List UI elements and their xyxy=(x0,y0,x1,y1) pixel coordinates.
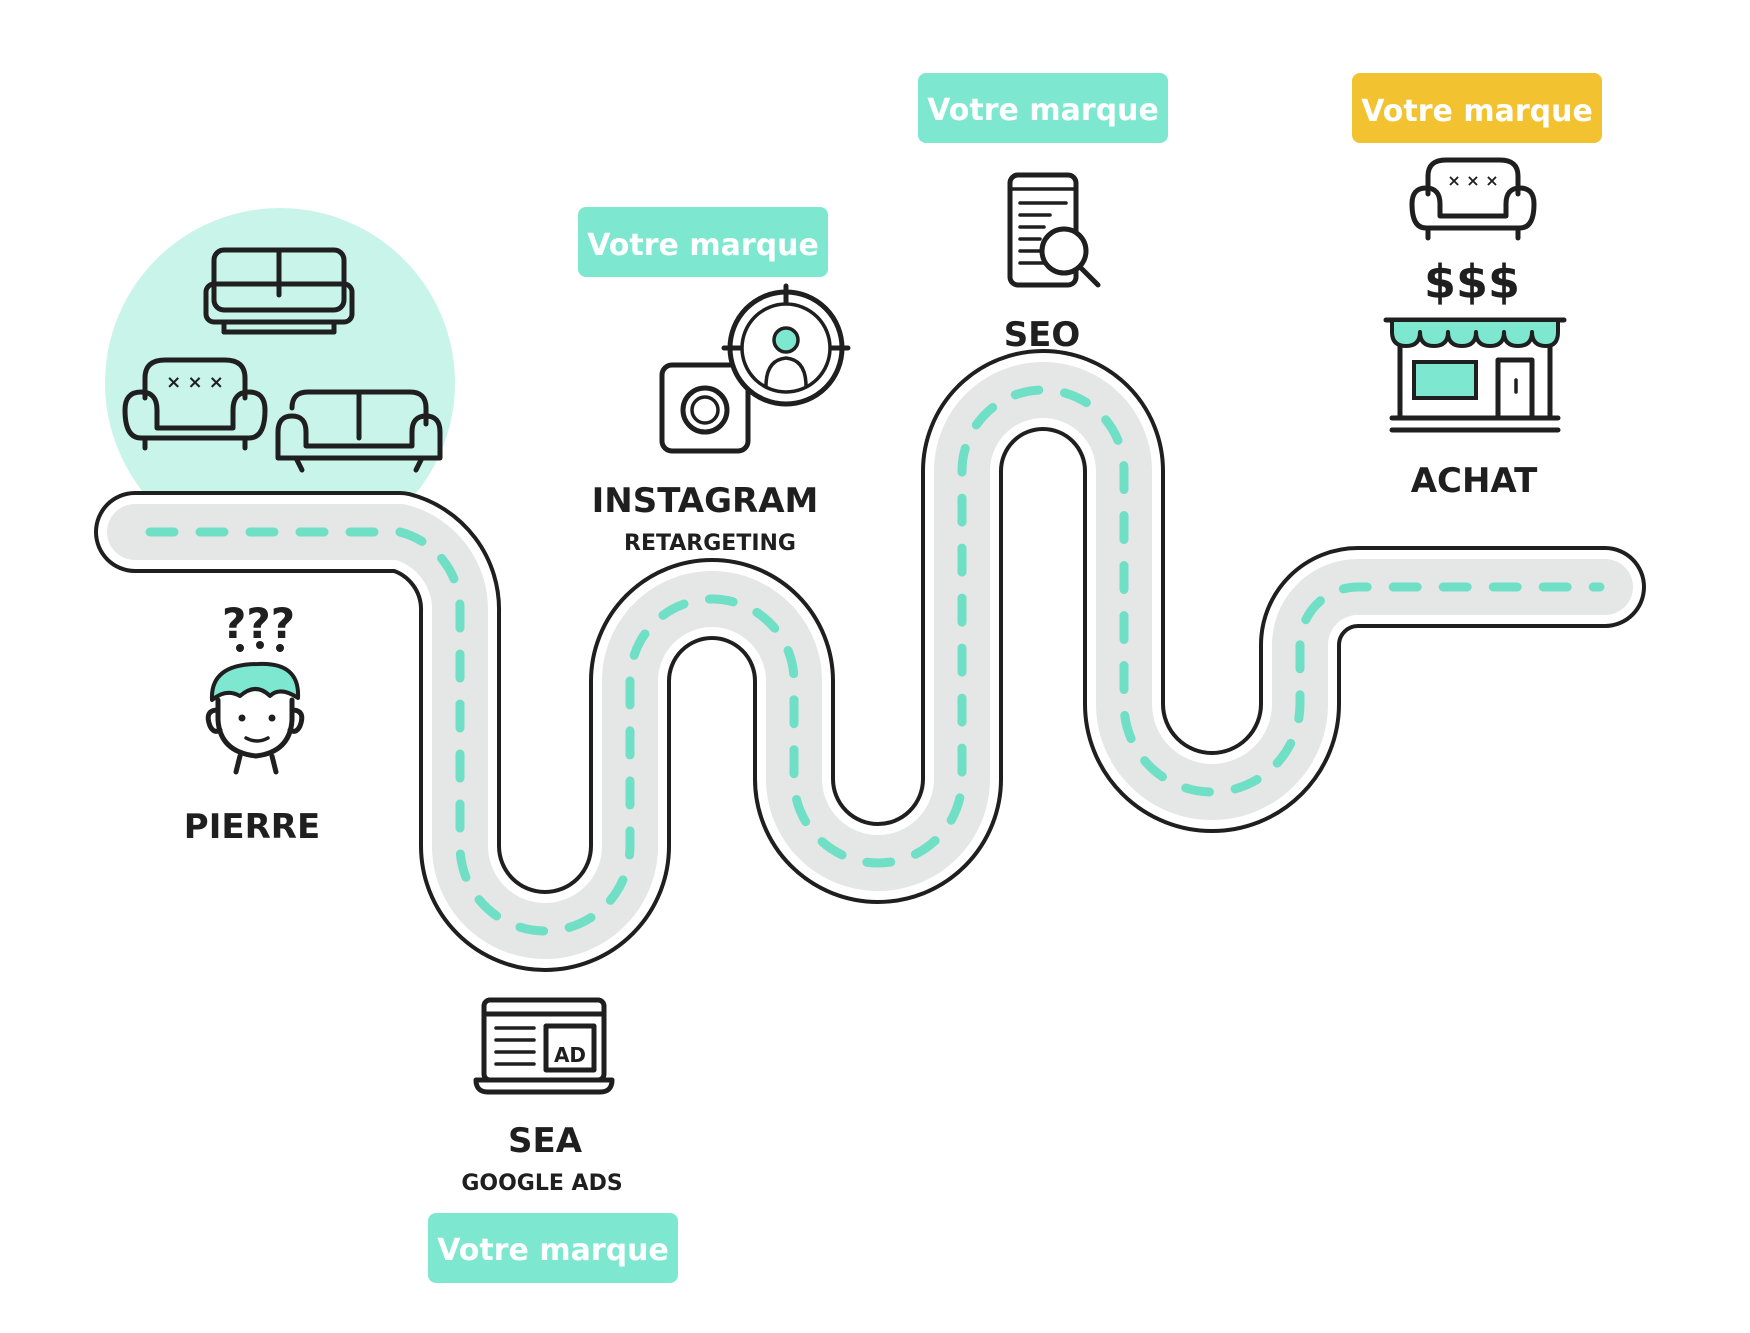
svg-text:AD: AD xyxy=(554,1043,586,1067)
armchair-icon: × × × xyxy=(122,357,268,451)
start-circle xyxy=(105,208,455,558)
dollar-icon: $$$ xyxy=(1424,255,1520,309)
brand-button-instagram-bg xyxy=(578,207,828,277)
svg-text:× × ×: × × × xyxy=(166,372,224,393)
purchase-armchair-icon: × × × xyxy=(1409,157,1537,241)
brand-button-sea-label: Votre marque xyxy=(437,1233,669,1268)
brand-button-seo-bg xyxy=(918,73,1168,143)
brand-button-achat-bg xyxy=(1352,73,1602,143)
brand-button-instagram[interactable]: Votre marque xyxy=(578,207,828,277)
confused-person-icon: ??? xyxy=(205,599,305,775)
brand-button-seo[interactable]: Votre marque xyxy=(918,73,1168,143)
step-sea-subtitle: GOOGLE ADS xyxy=(461,1171,622,1196)
step-sea-title: SEA xyxy=(508,1121,583,1161)
journey-road xyxy=(94,349,1646,972)
sofa-icon xyxy=(203,247,355,335)
road-center-dashes xyxy=(145,385,1605,936)
phone-search-icon xyxy=(1007,172,1101,288)
brand-button-achat[interactable]: Votre marque xyxy=(1352,73,1602,143)
shop-icon xyxy=(1383,317,1567,433)
laptop-ad-icon: AD xyxy=(473,997,615,1095)
store-purchase-icon: × × × $$$ xyxy=(1383,157,1567,433)
step-instagram-subtitle: RETARGETING xyxy=(624,531,796,556)
start-label: PIERRE xyxy=(184,807,320,847)
brand-button-seo-label: Votre marque xyxy=(927,93,1159,128)
step-achat-title: ACHAT xyxy=(1411,461,1538,501)
brand-button-achat-label: Votre marque xyxy=(1361,94,1593,129)
couch-icon xyxy=(275,389,443,473)
step-seo-title: SEO xyxy=(1004,315,1081,355)
brand-button-sea-bg xyxy=(428,1213,678,1283)
svg-text:× × ×: × × × xyxy=(1447,171,1498,190)
brand-button-sea[interactable]: Votre marque xyxy=(428,1213,678,1283)
step-instagram-title: INSTAGRAM xyxy=(592,481,819,521)
instagram-target-icon xyxy=(659,283,851,454)
brand-button-instagram-label: Votre marque xyxy=(587,228,819,263)
svg-text:???: ??? xyxy=(222,599,295,648)
